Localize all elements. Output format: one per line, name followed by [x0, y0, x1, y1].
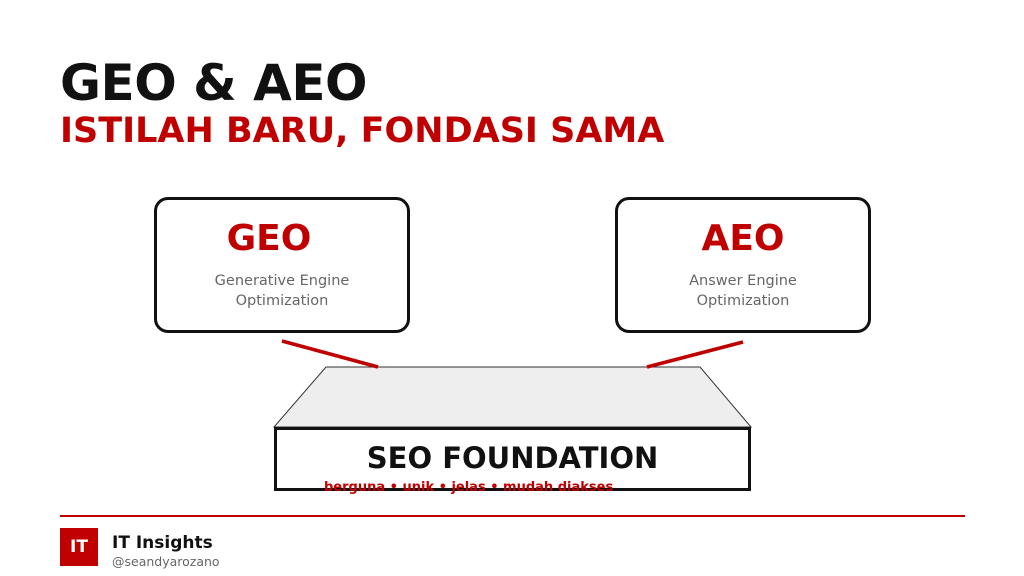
aeo-description-line-2: Optimization — [696, 293, 790, 309]
aeo-card-title: AEO — [701, 218, 785, 259]
brand-handle: @seandyarozano — [112, 554, 220, 569]
geo-card-title: GEO — [226, 218, 312, 259]
footer-divider — [60, 515, 965, 517]
aeo-card-description: Answer Engine Optimization — [618, 271, 868, 311]
aeo-description-line-1: Answer Engine — [689, 273, 797, 289]
geo-description-line-1: Generative Engine — [214, 273, 350, 289]
slide-subtitle: ISTILAH BARU, FONDASI SAMA — [60, 111, 665, 151]
seo-foundation-label: SEO FOUNDATION — [366, 441, 659, 475]
geo-description-line-2: Optimization — [235, 293, 329, 309]
geo-connector-line — [281, 339, 379, 369]
it-logo: IT — [60, 528, 98, 566]
geo-card: GEO Generative Engine Optimization — [154, 197, 410, 333]
brand-name: IT Insights — [112, 533, 213, 553]
slide-title: GEO & AEO — [60, 54, 367, 112]
aeo-connector-line — [646, 340, 744, 369]
foundation-top-face — [272, 366, 753, 428]
geo-card-description: Generative Engine Optimization — [157, 271, 407, 311]
foundation-keywords: berguna • unik • jelas • mudah diakses — [324, 480, 614, 495]
aeo-card: AEO Answer Engine Optimization — [615, 197, 871, 333]
seo-foundation-block: SEO FOUNDATION — [274, 427, 751, 491]
